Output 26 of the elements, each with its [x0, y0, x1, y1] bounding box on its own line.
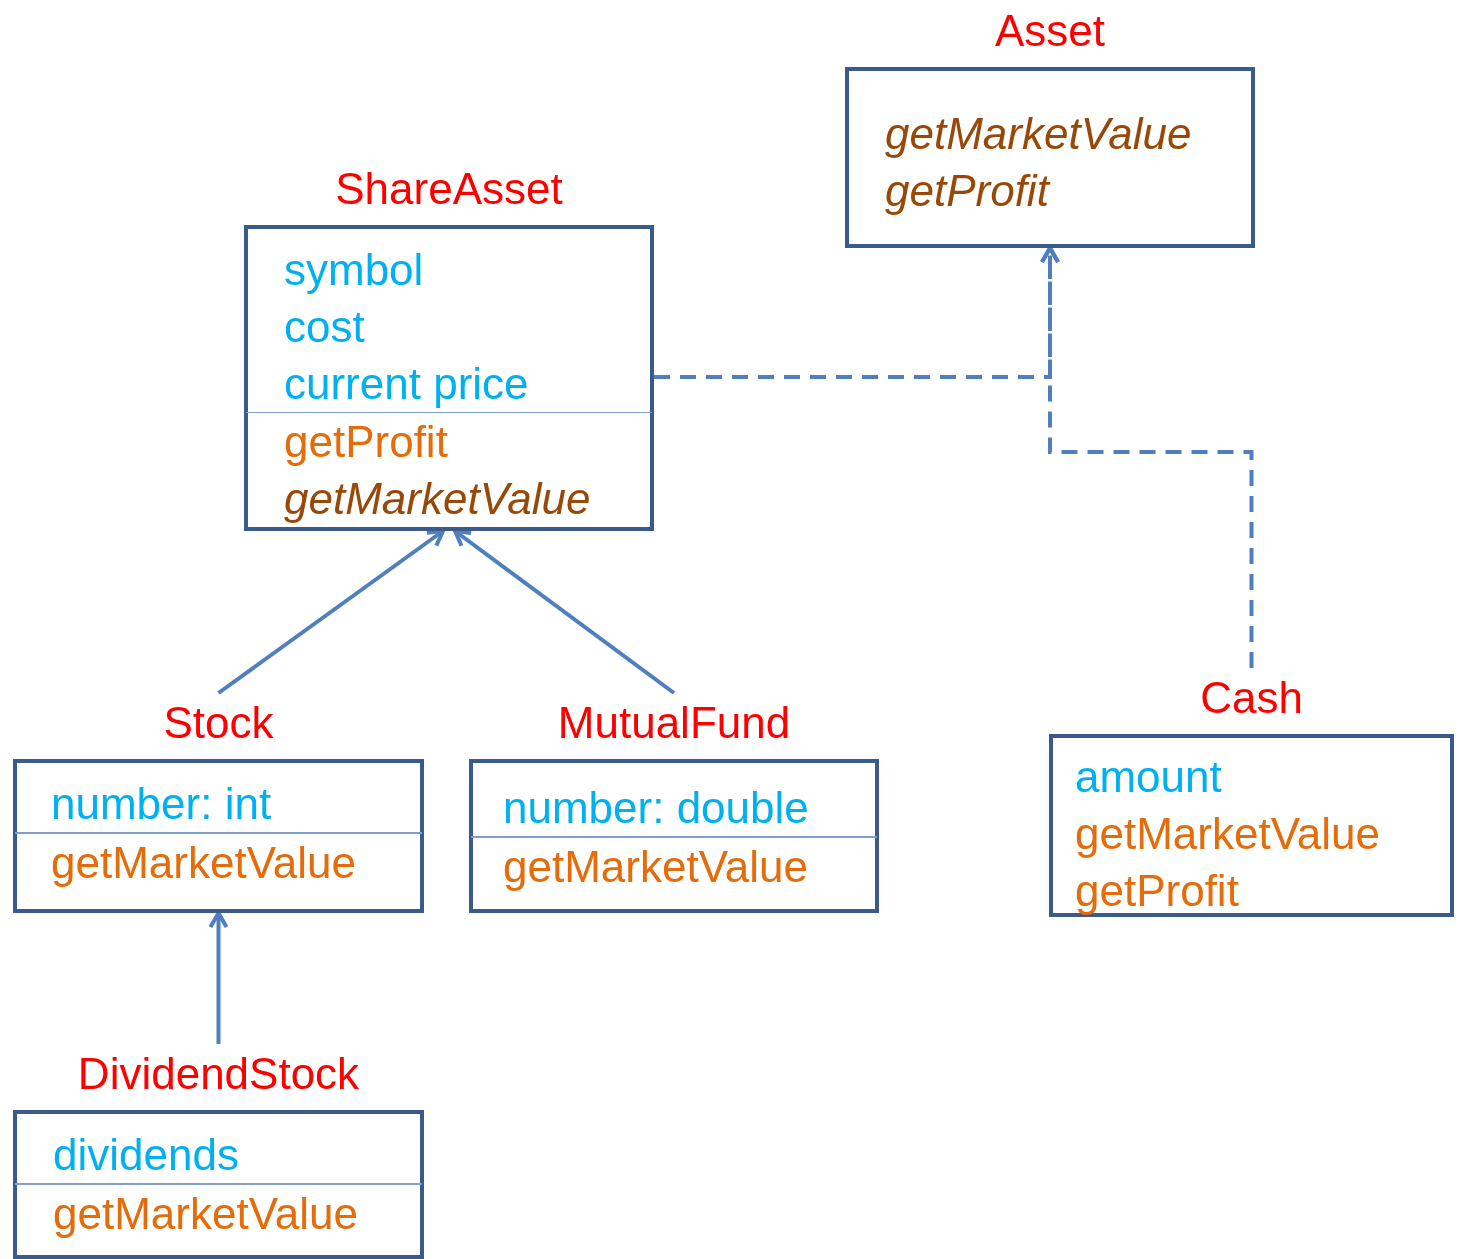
method-text: getMarketValue	[52, 1188, 359, 1240]
class-name: MutualFund	[557, 701, 791, 745]
attribute-text: number: int	[50, 778, 273, 830]
class-name: ShareAsset	[335, 167, 563, 211]
attribute-text: amount	[1074, 751, 1223, 803]
class-name: Cash	[1200, 676, 1303, 720]
method-text: getMarketValue	[1074, 808, 1381, 860]
method-text: getProfit	[884, 165, 1052, 217]
class-name: DividendStock	[77, 1052, 360, 1096]
attribute-text: dividends	[52, 1129, 240, 1181]
inheritance-arrow	[453, 529, 676, 695]
inheritance-arrow	[217, 529, 445, 695]
method-text: getMarketValue	[502, 841, 809, 893]
class-name: Stock	[163, 701, 274, 745]
method-text: getMarketValue	[283, 473, 592, 525]
attribute-text: symbol	[283, 244, 425, 296]
method-text: getMarketValue	[884, 108, 1193, 160]
method-text: getMarketValue	[50, 837, 357, 889]
attribute-text: current price	[283, 358, 530, 410]
attribute-text: cost	[283, 301, 366, 353]
attribute-text: number: double	[502, 782, 810, 834]
class-name: Asset	[994, 9, 1105, 53]
inheritance-arrow	[208, 911, 229, 1044]
realization-arrow	[1040, 246, 1254, 668]
method-text: getProfit	[283, 416, 449, 468]
method-text: getProfit	[1074, 865, 1240, 917]
